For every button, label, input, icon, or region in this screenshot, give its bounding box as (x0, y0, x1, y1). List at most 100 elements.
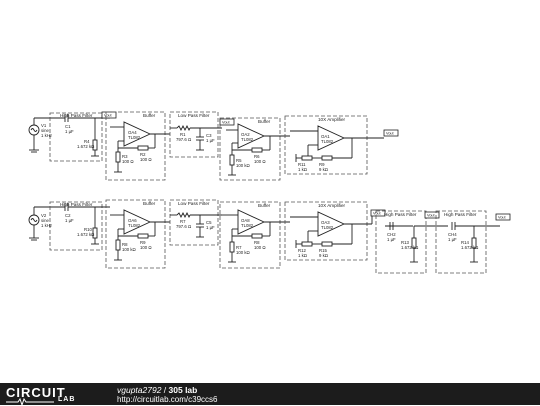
svg-text:TL082: TL082 (321, 225, 334, 230)
svg-text:9 kΩ: 9 kΩ (319, 167, 329, 172)
low-pass-filter-box (169, 199, 219, 246)
svg-text:R9: R9 (140, 240, 146, 245)
vout-tag (424, 211, 440, 219)
svg-text:R11: R11 (298, 162, 306, 167)
resistor-r5 (229, 154, 235, 166)
circuit-schematic: V1 sine 1 kHz High Pass Filter C1 1 µF R… (28, 111, 511, 274)
svg-text:1 kΩ: 1 kΩ (298, 253, 308, 258)
svg-text:100 kΩ: 100 kΩ (236, 163, 251, 168)
svg-text:TL082: TL082 (128, 223, 141, 228)
source-label: V1 (41, 123, 47, 128)
resistor-r15 (321, 241, 333, 247)
svg-text:High Pass Filter: High Pass Filter (384, 212, 417, 217)
svg-text:9 kΩ: 9 kΩ (319, 253, 329, 258)
svg-text:OA8: OA8 (241, 218, 250, 223)
svg-text:Buffer: Buffer (258, 203, 271, 208)
resistor-r8b (251, 233, 263, 239)
svg-text:TL082: TL082 (241, 223, 254, 228)
sine-icon (30, 218, 38, 222)
resistor-r11 (301, 155, 313, 161)
svg-text:CH4: CH4 (448, 232, 457, 237)
svg-text:sine: sine (41, 128, 49, 133)
svg-text:C5: C5 (206, 220, 212, 225)
svg-text:R8: R8 (254, 240, 260, 245)
svg-text:1 µF: 1 µF (448, 237, 457, 242)
svg-text:OA2: OA2 (241, 132, 250, 137)
svg-text:100 Ω: 100 Ω (140, 245, 152, 250)
svg-text:100 Ω: 100 Ω (140, 157, 152, 162)
svg-text:R4: R4 (84, 139, 90, 144)
circuitlab-logo[interactable]: CIRCUIT (6, 385, 66, 400)
svg-text:C3: C3 (206, 133, 212, 138)
svg-text:R8: R8 (122, 242, 128, 247)
svg-text:Low Pass Filter: Low Pass Filter (178, 201, 210, 206)
high-pass-filter-box (49, 201, 103, 251)
resistor-r3 (115, 151, 121, 163)
low-pass-filter-box (169, 111, 219, 158)
svg-text:1 µF: 1 µF (206, 225, 215, 230)
svg-text:sine: sine (41, 218, 49, 223)
svg-text:High Pass Filter: High Pass Filter (444, 212, 477, 217)
row-2: V2 sine 1 kHz High Pass Filter C2 1 µF R… (28, 199, 511, 274)
author-link[interactable]: vgupta2792 (117, 385, 162, 395)
project-url[interactable]: http://circuitlab.com/c39ccs6 (117, 395, 218, 404)
opamp-buffer (237, 123, 266, 149)
svg-text:C2: C2 (65, 213, 71, 218)
svg-text:1.672 kΩ: 1.672 kΩ (401, 245, 419, 250)
svg-text:10X Amplifier: 10X Amplifier (318, 203, 346, 208)
svg-text:100 kΩ: 100 kΩ (122, 247, 137, 252)
svg-text:R9: R9 (319, 162, 325, 167)
svg-text:V2: V2 (41, 213, 47, 218)
svg-text:OA6: OA6 (128, 218, 137, 223)
svg-text:C1: C1 (65, 124, 71, 129)
svg-text:1.672 kΩ: 1.672 kΩ (77, 232, 95, 237)
svg-text:R13: R13 (401, 240, 409, 245)
opamp-amplifier (317, 211, 346, 237)
vout-tag (370, 209, 386, 217)
vout-tag (219, 118, 235, 126)
svg-text:Vout: Vout (373, 212, 382, 216)
resistor-r12 (301, 241, 313, 247)
svg-text:1 µF: 1 µF (206, 138, 215, 143)
svg-text:R1: R1 (180, 132, 186, 137)
svg-text:100 Ω: 100 Ω (254, 245, 266, 250)
svg-text:1.672 kΩ: 1.672 kΩ (461, 245, 479, 250)
footer-title: vgupta2792 / 305 lab (117, 385, 198, 395)
svg-text:Buffer: Buffer (143, 201, 156, 206)
svg-text:797.6 Ω: 797.6 Ω (176, 137, 192, 142)
svg-text:CH2: CH2 (387, 232, 396, 237)
buffer-box (105, 199, 166, 269)
svg-text:1.672 kΩ: 1.672 kΩ (77, 144, 95, 149)
resistor-r6 (251, 147, 263, 153)
hpf-title: High Pass Filter (60, 113, 93, 118)
project-name: 305 lab (168, 385, 198, 395)
buffer-box (105, 111, 166, 181)
svg-text:1 µF: 1 µF (387, 237, 396, 242)
svg-text:TL082: TL082 (321, 139, 334, 144)
svg-text:1 kHz: 1 kHz (41, 133, 52, 138)
svg-text:1 kHz: 1 kHz (41, 223, 52, 228)
svg-text:Vout: Vout (427, 214, 436, 218)
svg-text:100 kΩ: 100 kΩ (236, 250, 251, 255)
resistor-r9 (137, 233, 149, 239)
opamp-buffer (237, 209, 266, 235)
svg-text:R7: R7 (236, 245, 242, 250)
resistor-r8 (115, 239, 121, 251)
svg-text:10X Amplifier: 10X Amplifier (318, 117, 346, 122)
svg-text:Buffer: Buffer (258, 119, 271, 124)
svg-text:R6: R6 (254, 154, 260, 159)
svg-text:797.6 Ω: 797.6 Ω (176, 224, 192, 229)
svg-text:R12: R12 (298, 248, 306, 253)
svg-text:OA3: OA3 (321, 220, 330, 225)
circuitlab-logo-lab: LAB (58, 396, 76, 403)
opamp-buffer (123, 121, 152, 147)
svg-text:TL082: TL082 (128, 135, 141, 140)
svg-text:1 µF: 1 µF (65, 129, 74, 134)
svg-text:Buffer: Buffer (143, 113, 156, 118)
svg-text:1 µF: 1 µF (65, 218, 74, 223)
resistor-r1 (176, 124, 191, 132)
svg-text:Vout: Vout (498, 216, 507, 220)
svg-text:R14: R14 (461, 240, 469, 245)
svg-text:100 Ω: 100 Ω (122, 159, 134, 164)
vout-tag (495, 213, 511, 221)
